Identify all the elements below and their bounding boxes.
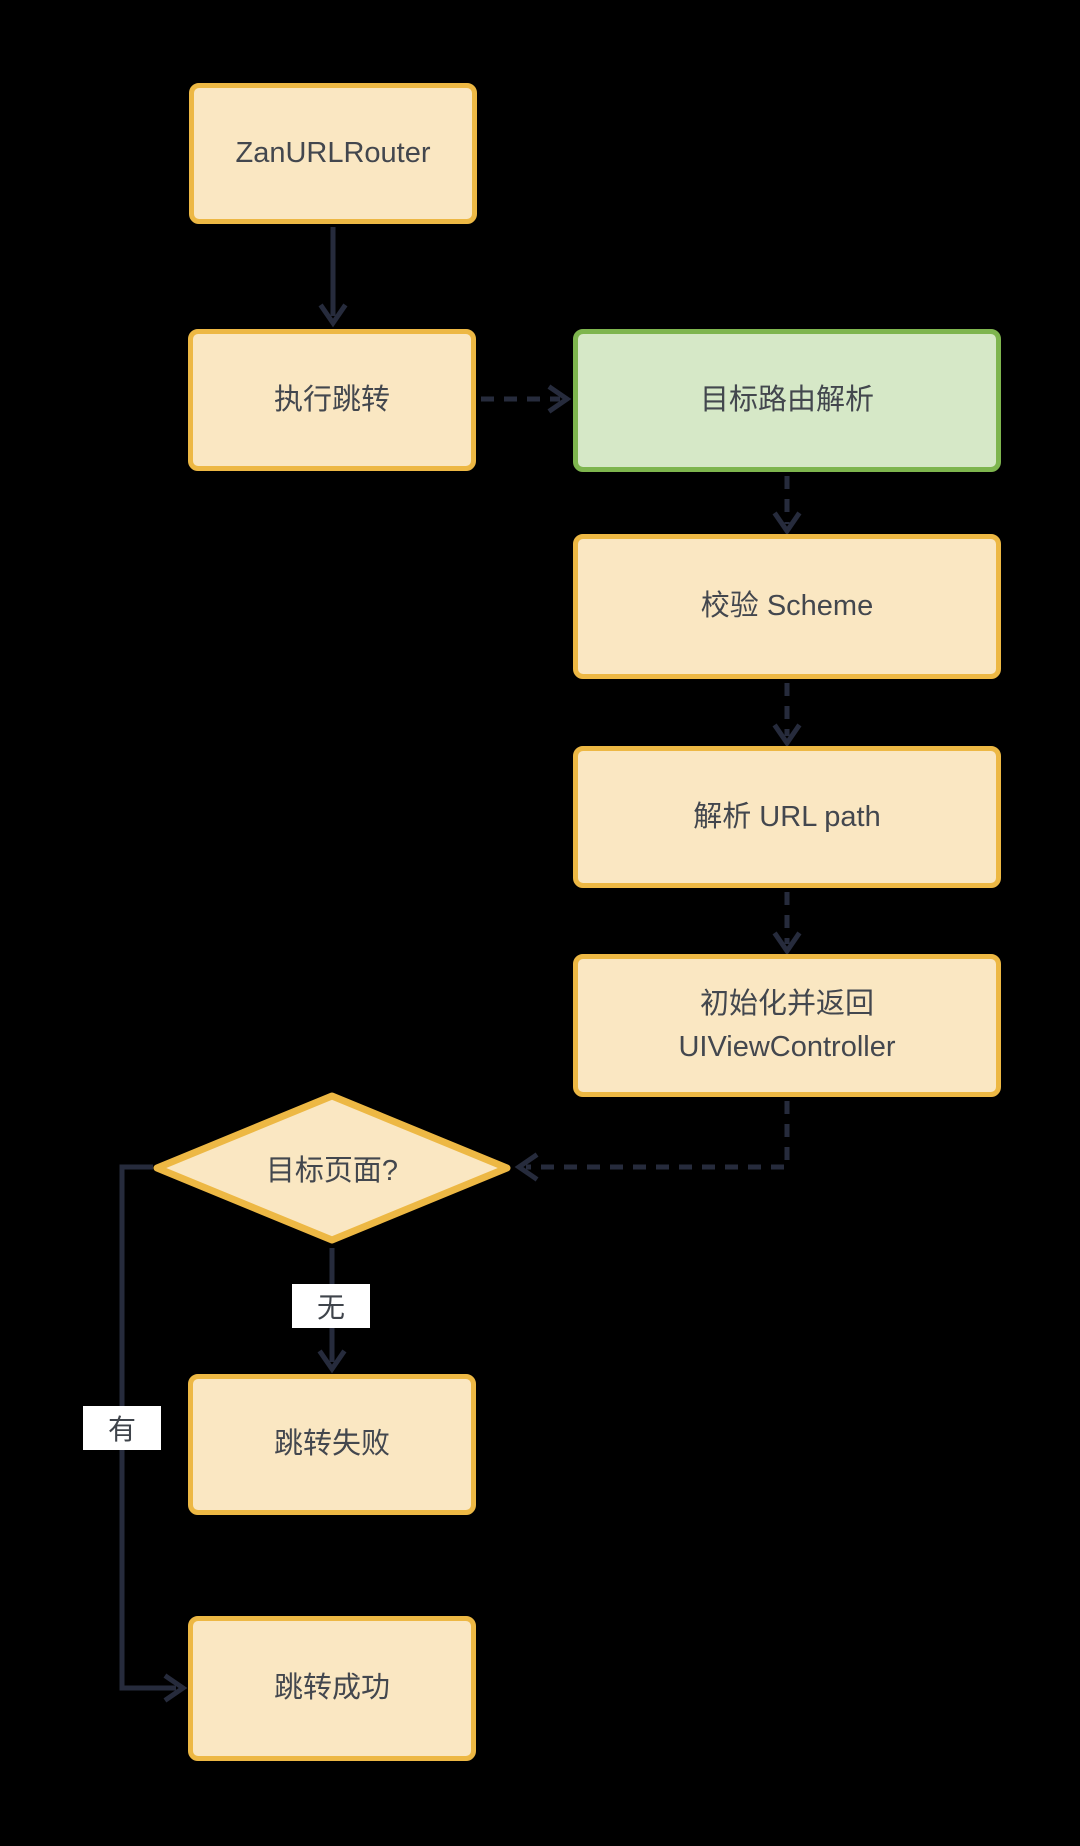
node-jump-fail-label: 跳转失败 — [273, 1428, 390, 1461]
decision-target-page: 目标页面? — [157, 1096, 507, 1240]
node-init-return-vc-label: 初始化并返回 UIViewController — [678, 988, 896, 1063]
decision-target-page-label: 目标页面? — [265, 1155, 399, 1187]
node-jump-success: 跳转成功 — [188, 1616, 476, 1761]
node-parse-url-path-label: 解析 URL path — [693, 800, 881, 833]
node-validate-scheme: 校验 Scheme — [573, 534, 1001, 679]
node-parse-url-path: 解析 URL path — [573, 746, 1001, 888]
node-zanurlrouter-label: ZanURLRouter — [235, 137, 431, 170]
node-target-route-parse-label: 目标路由解析 — [699, 384, 874, 417]
node-execute-jump: 执行跳转 — [188, 329, 476, 471]
node-jump-success-label: 跳转成功 — [273, 1672, 390, 1705]
node-init-return-vc: 初始化并返回 UIViewController — [573, 954, 1001, 1097]
node-execute-jump-label: 执行跳转 — [273, 383, 390, 416]
node-validate-scheme-label: 校验 Scheme — [700, 590, 874, 623]
edge-label-yes: 有 — [83, 1406, 161, 1450]
node-target-route-parse: 目标路由解析 — [573, 329, 1001, 472]
edge-label-no-text: 无 — [316, 1292, 345, 1323]
node-jump-fail: 跳转失败 — [188, 1374, 476, 1515]
arrow-init-return-vc-to-target-page — [514, 1101, 790, 1182]
node-zanurlrouter: ZanURLRouter — [189, 83, 477, 224]
edge-label-yes-text: 有 — [107, 1414, 136, 1445]
edge-label-no: 无 — [292, 1284, 370, 1328]
